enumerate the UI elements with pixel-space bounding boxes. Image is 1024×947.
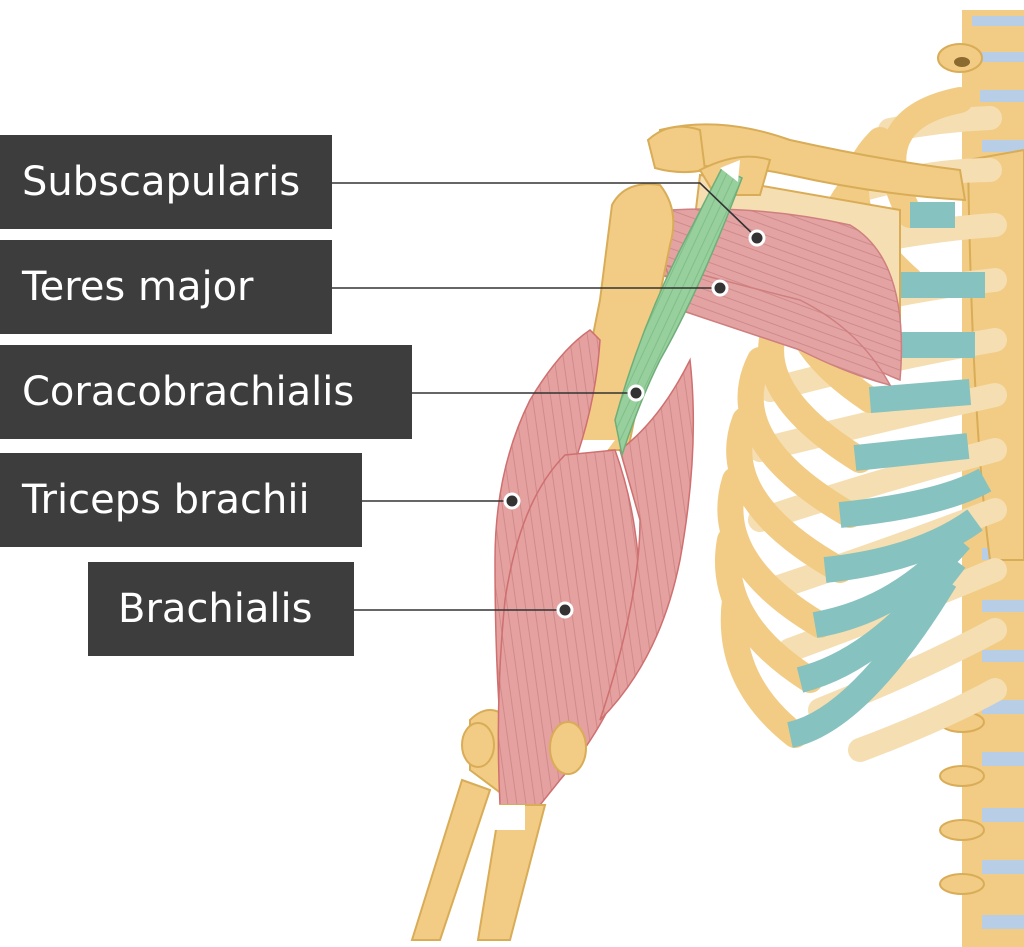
label-subscapularis: Subscapularis: [0, 135, 332, 229]
leader-subscapularis: [332, 182, 758, 239]
vertebral-foramen: [954, 57, 970, 67]
radius: [410, 778, 492, 941]
acromion: [646, 125, 707, 174]
label-triceps-brachii: Triceps brachii: [0, 453, 362, 547]
label-brachialis: Brachialis: [88, 562, 354, 656]
elbow-medial-epicondyle: [549, 721, 587, 775]
ulna: [476, 804, 547, 941]
label-coracobrachialis: Coracobrachialis: [0, 345, 412, 439]
dot-subscapularis: [748, 229, 766, 247]
forearm-bones: [410, 721, 587, 941]
dot-teres-major: [711, 279, 729, 297]
dot-triceps-brachii: [503, 492, 521, 510]
pointer-dots: [503, 229, 766, 619]
elbow-lateral-epicondyle: [461, 722, 495, 768]
dot-coracobrachialis: [627, 384, 645, 402]
label-teres-major: Teres major: [0, 240, 332, 334]
leader-lines: [332, 182, 758, 611]
dot-brachialis: [556, 601, 574, 619]
coracobrachialis-muscle: [614, 166, 743, 458]
